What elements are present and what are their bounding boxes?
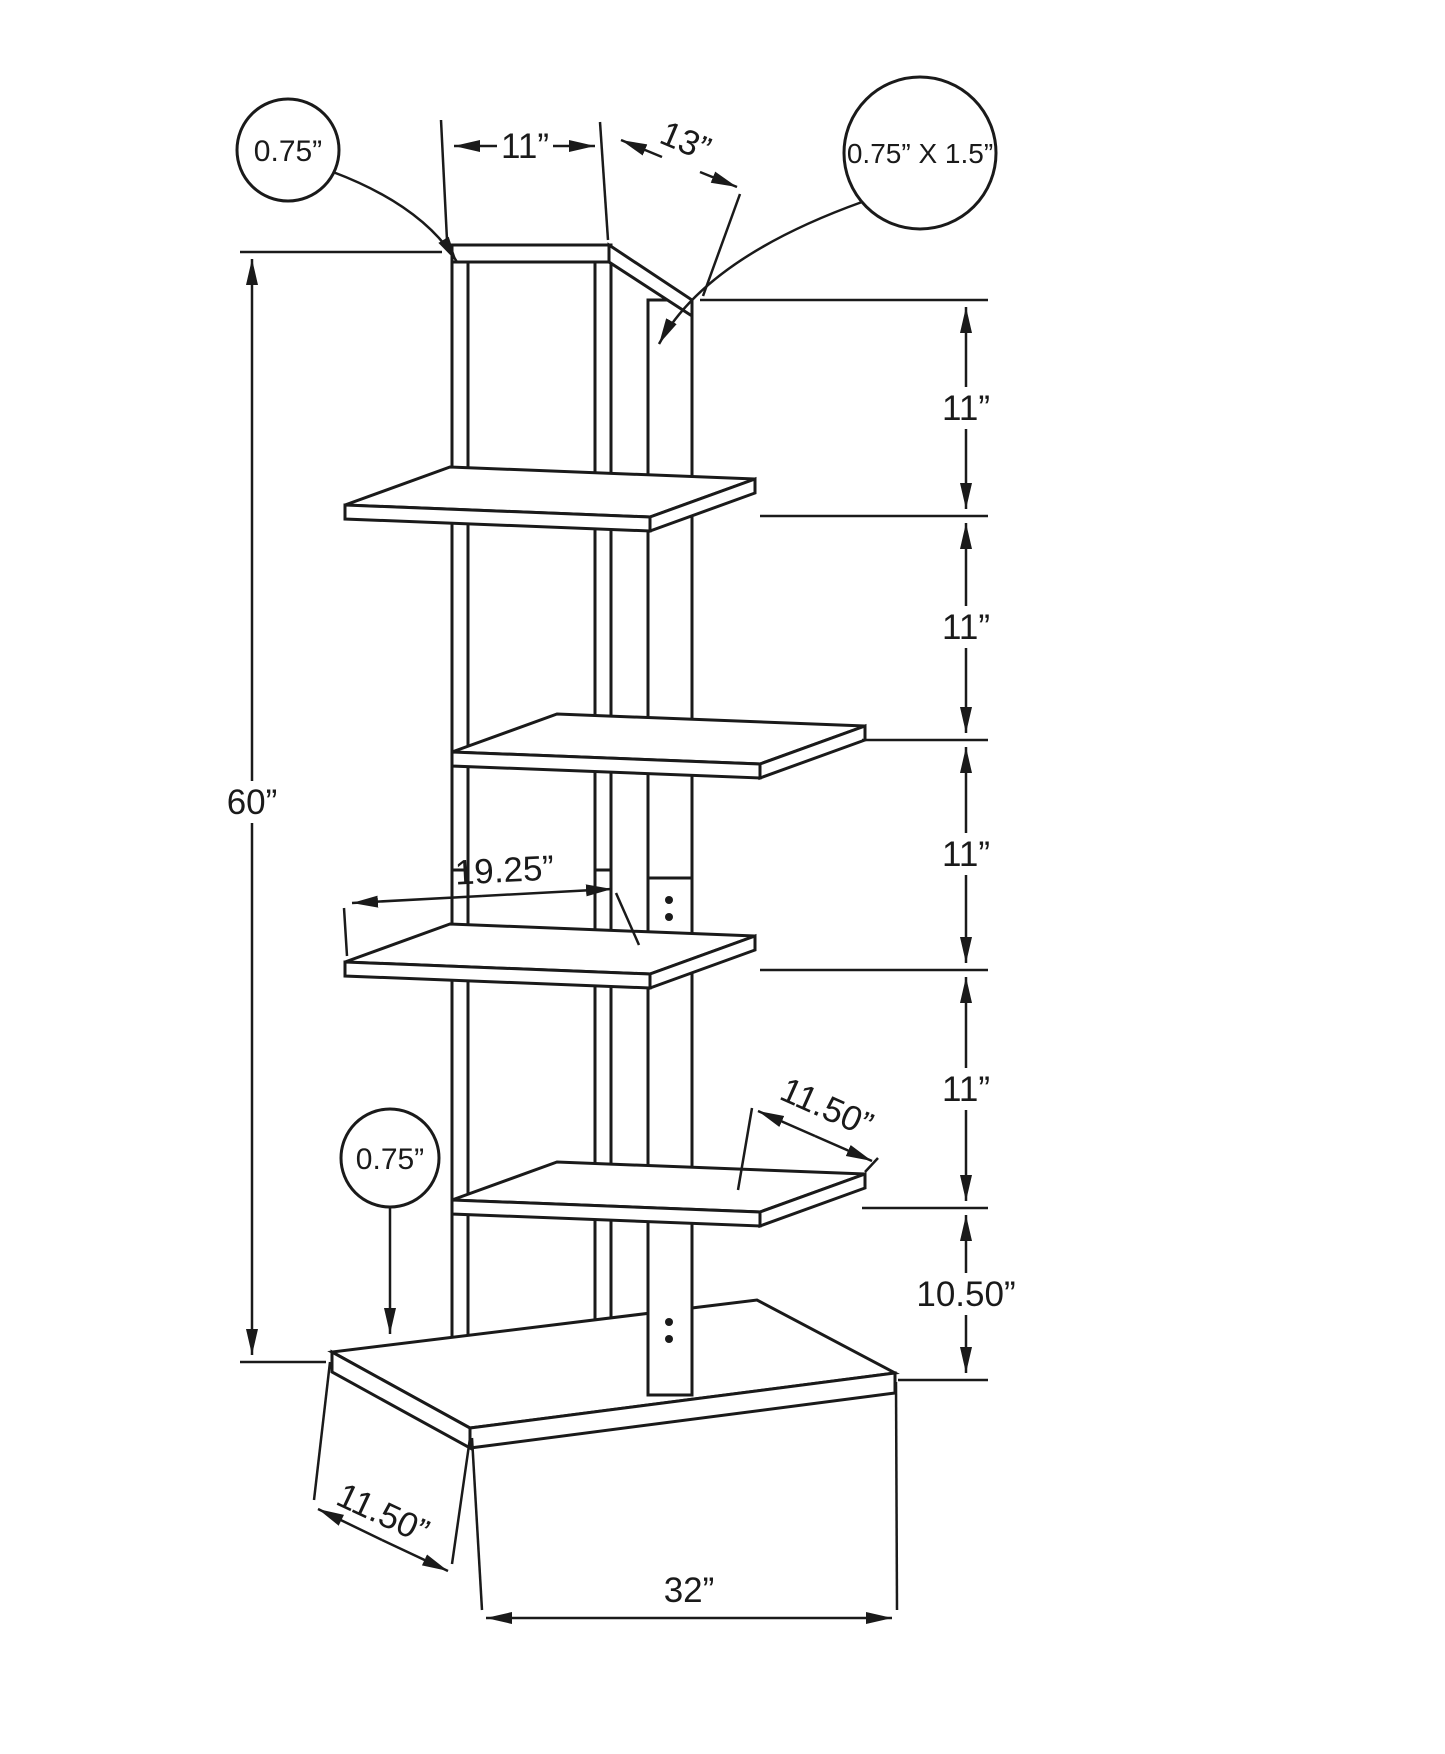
extension-line bbox=[864, 1157, 879, 1173]
extension-line bbox=[439, 119, 449, 241]
dim-spacing-4-label: 11” bbox=[942, 1070, 990, 1109]
dim-top-width-label: 11” bbox=[501, 127, 549, 166]
dimension-arrow bbox=[481, 884, 613, 898]
dimension-arrow bbox=[381, 1538, 449, 1573]
post-bolt-dot bbox=[665, 1318, 673, 1326]
extension-line bbox=[701, 193, 742, 297]
bottom-shelf bbox=[327, 1298, 900, 1451]
dim-base-width: 32” bbox=[470, 1381, 899, 1624]
extension-line bbox=[894, 1381, 899, 1611]
dim-spacing-1-label: 11” bbox=[942, 389, 990, 428]
shelf-3-side bbox=[648, 933, 757, 991]
balloon-shelf-thickness-label: 0.75” bbox=[356, 1143, 424, 1176]
extension-line bbox=[470, 1437, 484, 1611]
dim-overall-height-label: 60” bbox=[227, 783, 278, 822]
balloon-circle bbox=[842, 75, 998, 231]
dim-shelf-width-label: 19.25” bbox=[454, 848, 555, 892]
dim-top-width: 11” bbox=[439, 119, 610, 241]
dimension-arrow bbox=[317, 1507, 383, 1542]
shelf-2 bbox=[450, 712, 867, 781]
shelf-3 bbox=[343, 922, 757, 991]
center-post-upper bbox=[646, 298, 694, 1300]
bookcase-structure bbox=[327, 242, 900, 1451]
dimension-arrow bbox=[351, 894, 483, 908]
dimension-arrow bbox=[757, 1109, 816, 1138]
dim-overall-height: 60” bbox=[227, 250, 442, 1364]
shelf-4 bbox=[450, 1160, 867, 1229]
extension-line bbox=[614, 892, 641, 946]
dim-spacing-2-label: 11” bbox=[942, 608, 990, 647]
dimension-arrow bbox=[699, 170, 738, 189]
shelf-4-side bbox=[758, 1171, 867, 1229]
leader-line bbox=[657, 200, 863, 345]
shelf-1-side bbox=[648, 476, 757, 534]
dimension-arrow bbox=[620, 138, 663, 159]
balloon-frame-thickness: 0.75” bbox=[235, 97, 459, 263]
extension-line bbox=[342, 907, 349, 957]
frame-front-post bbox=[450, 246, 470, 1430]
balloon-frame-thickness-label: 0.75” bbox=[254, 135, 322, 168]
dim-shelf-width: 19.25” bbox=[342, 848, 641, 957]
dimension-arrow bbox=[814, 1134, 873, 1163]
post-bolt-dot bbox=[665, 913, 673, 921]
balloon-post-section: 0.75” X 1.5” bbox=[657, 75, 998, 345]
balloon-post-section-label: 0.75” X 1.5” bbox=[847, 138, 993, 169]
balloon-circle bbox=[235, 97, 341, 203]
frame-top-bar bbox=[450, 243, 613, 264]
post-bolt-dot bbox=[665, 1335, 673, 1343]
dim-base-width-label: 32” bbox=[664, 1571, 715, 1610]
extension-line bbox=[312, 1361, 332, 1501]
post-bolt-dot bbox=[665, 896, 673, 904]
leader-line bbox=[332, 170, 459, 263]
balloon-circle bbox=[339, 1107, 441, 1209]
balloon-shelf-thickness: 0.75” bbox=[339, 1107, 441, 1334]
frame-back-post bbox=[593, 248, 613, 1324]
shelf-1 bbox=[343, 465, 757, 534]
dim-spacing-3-label: 11” bbox=[942, 835, 990, 874]
top-depth-bar bbox=[607, 242, 694, 319]
extension-line bbox=[450, 1437, 472, 1565]
extension-line bbox=[736, 1107, 754, 1191]
extension-line bbox=[598, 121, 610, 241]
dim-bottom-spacing-label: 10.50” bbox=[916, 1275, 1015, 1314]
dim-right-chain: 11” 11” 11” 11” 10.50” bbox=[700, 298, 1016, 1382]
